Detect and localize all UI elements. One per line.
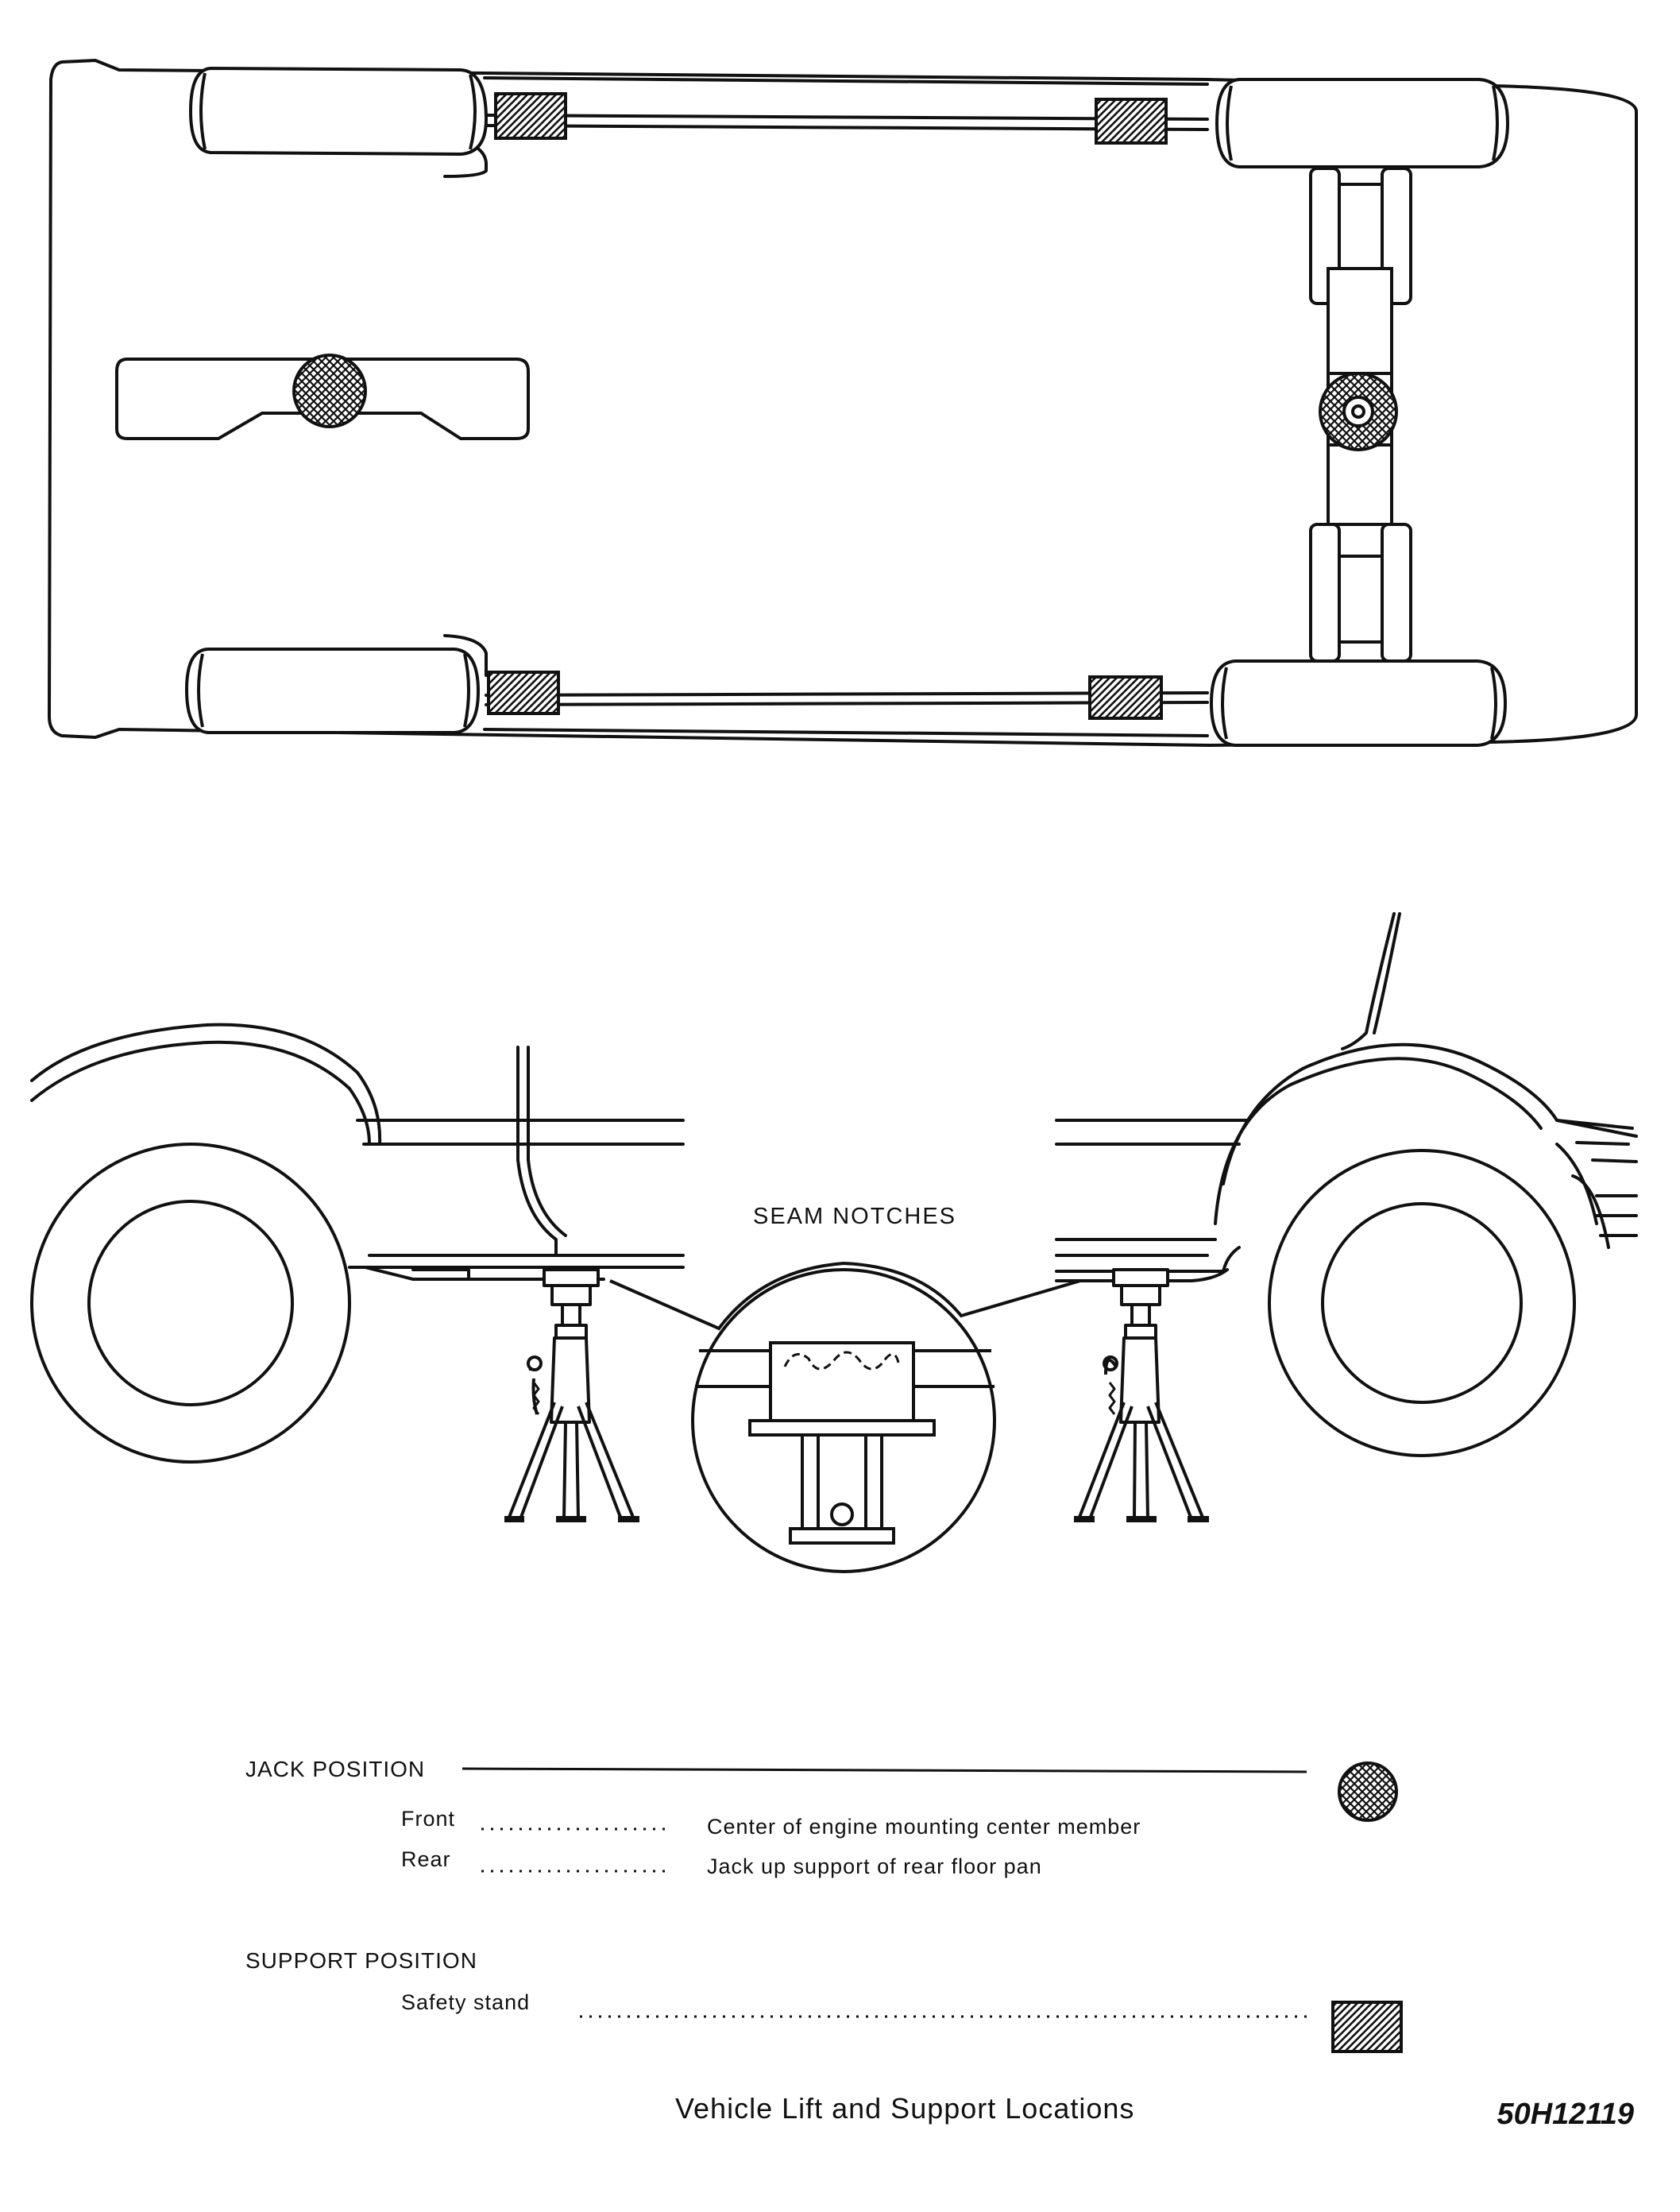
jack-position-heading: JACK POSITION bbox=[245, 1757, 426, 1781]
safety-stand-term: Safety stand bbox=[401, 1990, 531, 2014]
support-markers bbox=[487, 92, 1168, 720]
jack-markers bbox=[292, 354, 1398, 451]
jack-front-term: Front bbox=[401, 1807, 456, 1831]
wheel-front bbox=[1268, 1149, 1576, 1457]
support-marker-front-right bbox=[1088, 675, 1163, 720]
vehicle-side-view bbox=[30, 912, 1638, 1282]
tire-rear-right bbox=[184, 648, 481, 734]
safety-stand-front bbox=[1074, 1268, 1209, 1522]
vehicle-underside-view bbox=[48, 59, 1638, 747]
support-position-heading: SUPPORT POSITION bbox=[245, 1948, 477, 1973]
jack-position-rule bbox=[462, 1767, 1307, 1773]
tire-front-right bbox=[1209, 659, 1508, 747]
jack-rear-term: Rear bbox=[401, 1847, 451, 1871]
body-outline bbox=[48, 59, 1638, 747]
tire-rear-left bbox=[188, 66, 489, 157]
jack-marker-rear bbox=[292, 354, 367, 428]
figure-number: 50H12119 bbox=[1497, 2098, 1634, 2131]
safety-stand-rear bbox=[504, 1268, 639, 1522]
tire-front-left bbox=[1215, 78, 1510, 168]
legend-support-symbol bbox=[1331, 2001, 1403, 2053]
wheel-rear bbox=[30, 1143, 351, 1464]
legend-jack-symbol bbox=[1338, 1761, 1398, 1822]
support-marker-rear-right bbox=[487, 671, 560, 715]
support-marker-front-left bbox=[1095, 98, 1168, 145]
engine-mounting-center-member bbox=[1309, 167, 1412, 663]
legend-graphics bbox=[462, 1761, 1403, 2053]
seam-notch-detail bbox=[609, 1261, 1081, 1573]
jack-front-desc: Center of engine mounting center member bbox=[707, 1815, 1141, 1839]
jack-rear-desc: Jack up support of rear floor pan bbox=[707, 1854, 1042, 1878]
seam-notches-label: SEAM NOTCHES bbox=[753, 1204, 957, 1229]
figure-caption: Vehicle Lift and Support Locations bbox=[675, 2092, 1135, 2125]
support-marker-rear-left bbox=[494, 92, 567, 140]
